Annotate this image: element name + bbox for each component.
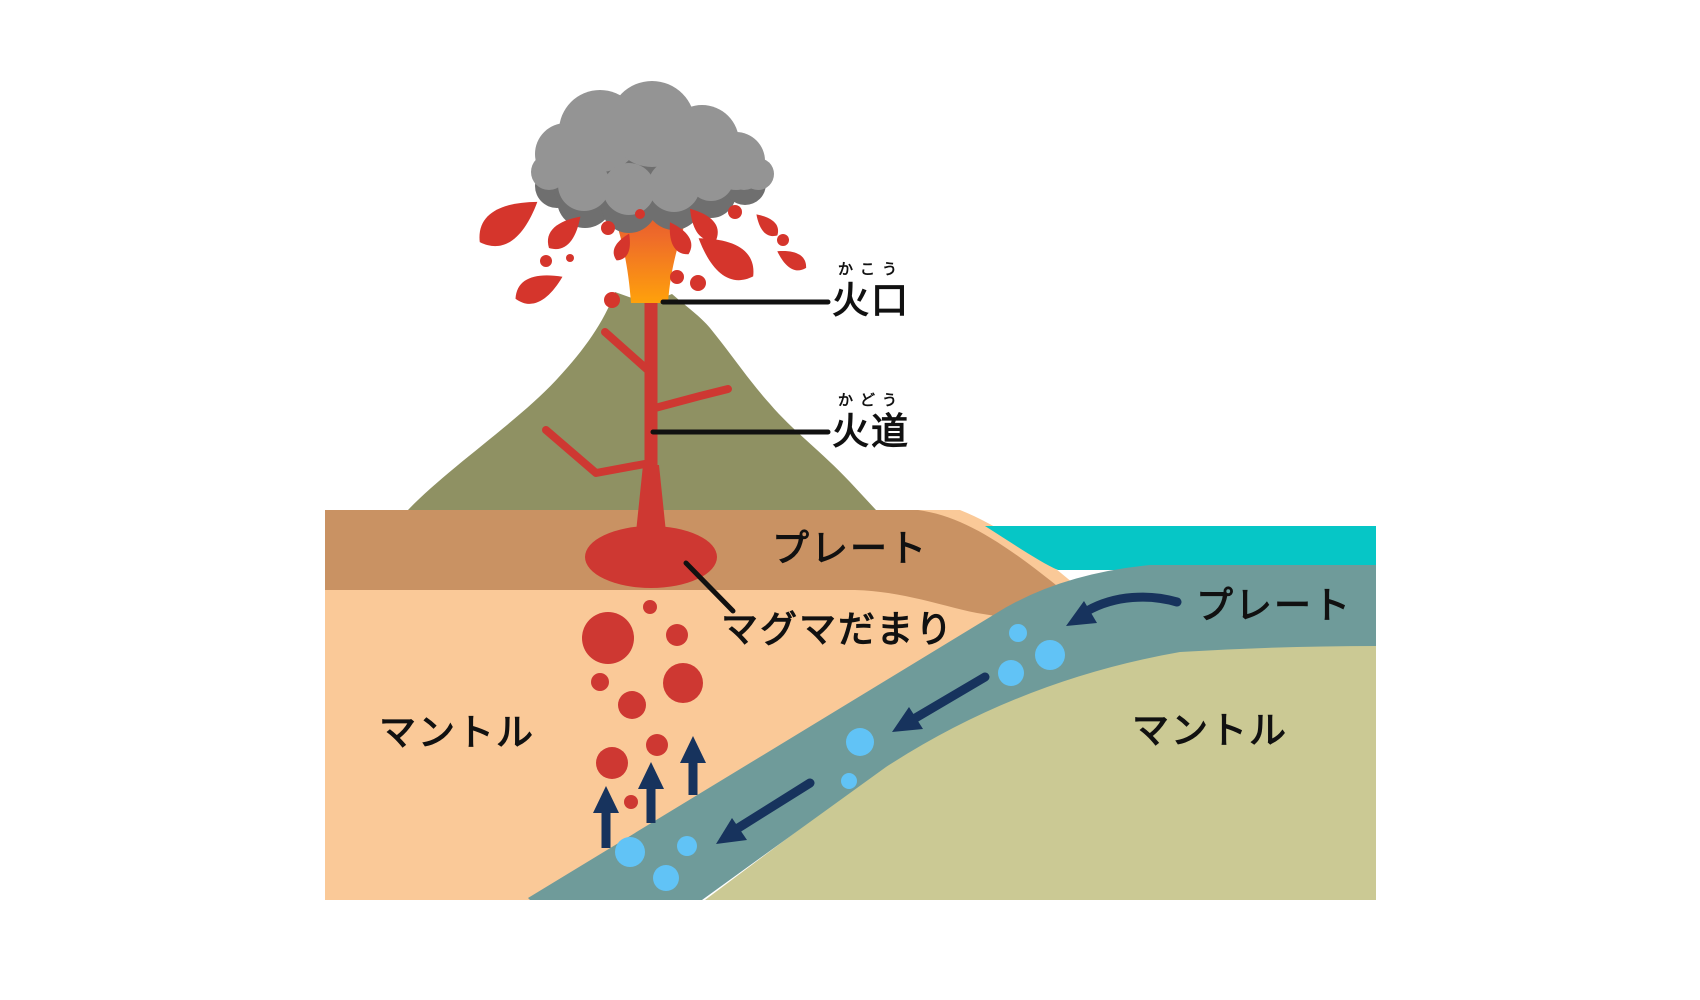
plate-right-label: プレート [1196, 584, 1352, 627]
conduit-furigana: かどう [837, 391, 904, 409]
plate-left-label: プレート [772, 527, 928, 570]
leader-lines [650, 299, 831, 614]
mantle-left-label: マントル [379, 711, 535, 754]
magma-chamber-leader-line [683, 560, 736, 614]
conduit-label-text: 火道 [832, 410, 910, 453]
conduit-and-chamber [542, 300, 732, 588]
mantle-left-shape [325, 510, 1100, 900]
conduit-label: かどう 火道 [832, 393, 910, 452]
ash-cloud [531, 81, 774, 233]
crater-label: かこう 火口 [832, 262, 910, 321]
plate-motion-arrows-icon [716, 592, 1182, 844]
slab-water-bubbles [615, 624, 1065, 891]
subducting-plate-shape [528, 565, 1376, 900]
mantle-right-label: マントル [1132, 709, 1288, 752]
volcano-cone-shape [408, 292, 876, 510]
ocean-shape [985, 526, 1376, 570]
crater-furigana: かこう [837, 260, 904, 278]
magma-rise-arrows-icon [593, 736, 706, 848]
rising-magma-blobs [582, 600, 703, 809]
lava-splash-droplets [479, 201, 807, 308]
magma-chamber-shape [585, 526, 717, 588]
crater-label-text: 火口 [832, 279, 910, 322]
mantle-right-shape [705, 610, 1376, 900]
magma-chamber-label: マグマだまり [721, 608, 955, 651]
